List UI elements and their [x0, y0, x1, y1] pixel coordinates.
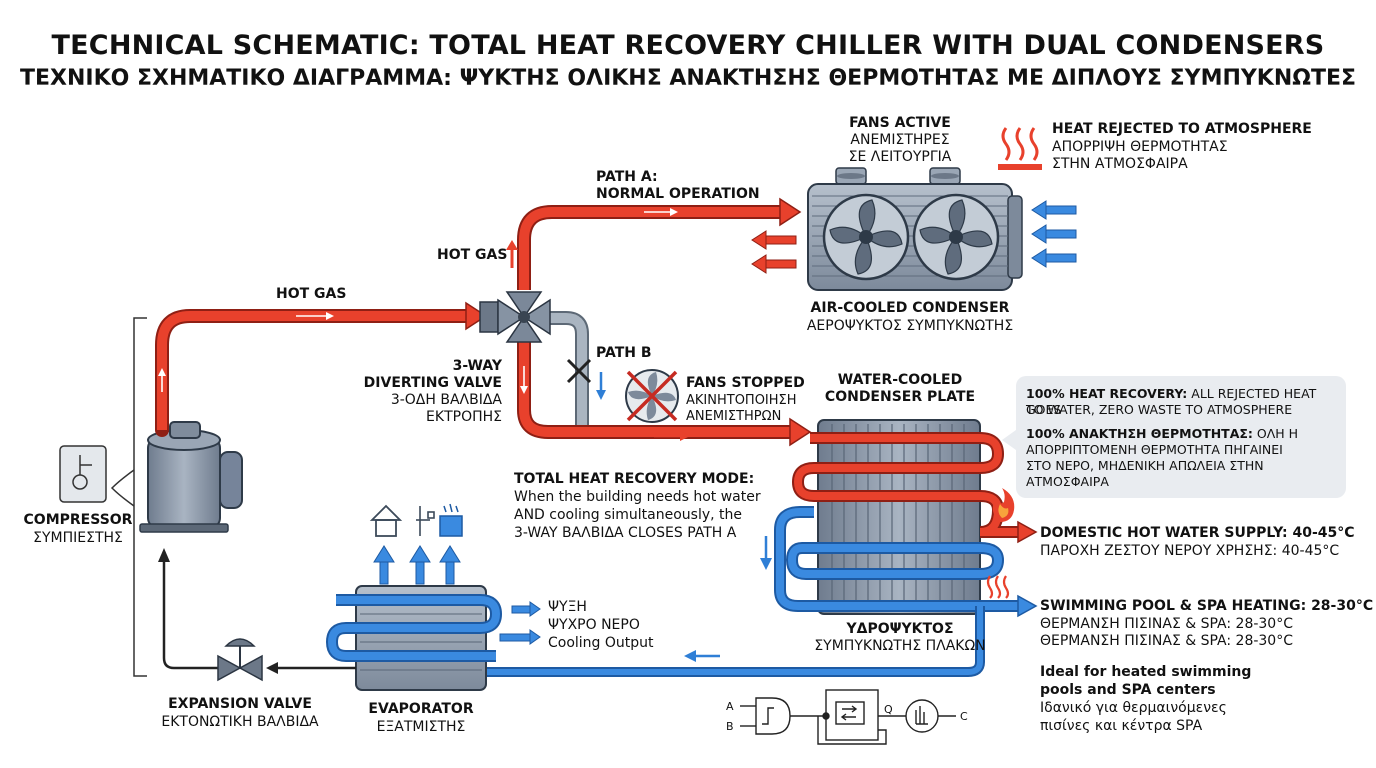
air-inflow-arrows [1031, 200, 1077, 268]
path-b-closed-icon [566, 358, 592, 384]
expansion-valve-icon [217, 638, 263, 682]
air-condenser-label-el: ΑΕΡΟΨΥΚΤΟΣ ΣΥΜΠΥΚΝΩΤΗΣ [806, 318, 1014, 334]
compressor-bracket [133, 317, 147, 677]
heat-rejected-label-2: ΑΠΟΡΡΙΨΗ ΘΕΡΜΟΤΗΤΑΣ [1052, 139, 1228, 155]
hot-gas-up-arrow [506, 240, 518, 268]
cooling-output-arrows [499, 601, 541, 645]
pool-heat-icon [986, 575, 1010, 599]
compressor-icon [139, 421, 243, 533]
heat-rejected-label-1: HEAT REJECTED TO ATMOSPHERE [1052, 121, 1312, 137]
callout-el-rest-3: ΣΤΟ ΝΕΡΟ, ΜΗΔΕΝΙΚΗ ΑΠΩΛΕΙΑ ΣΤΗΝ [1026, 458, 1264, 473]
logic-output-q: Q [884, 703, 893, 716]
hot-gas-upper-label: HOT GAS [437, 247, 508, 263]
cold-down-arrow [760, 536, 772, 570]
recovery-mode-line-4: 3-WAY ΒΑΛΒΙΔΑ CLOSES PATH A [514, 525, 737, 541]
cooling-label-2: ΨΥΧΡΟ ΝΕΡΟ [548, 617, 640, 633]
fans-stopped-label-2: ΑΚΙΝΗΤΟΠΟΙΗΣΗ [686, 393, 797, 408]
fans-active-label-2: ΑΝΕΜΙΣΤΗΡΕΣ [850, 132, 950, 148]
recovery-hot-arrowhead [789, 417, 812, 447]
valve-label-4: ΕΚΤΡΟΠΗΣ [426, 409, 502, 425]
callout-el-rest-1: ΟΛΗ Η [1252, 426, 1299, 441]
path-b-down-arrow [596, 372, 606, 400]
liquid-line-arrowhead [158, 548, 170, 562]
heat-waves-icon [998, 127, 1042, 170]
dhw-arrowhead [1017, 520, 1038, 544]
path-a-label-1: PATH A: [596, 169, 658, 185]
compressor-label-el: ΣΥΜΠΙΕΣΤΗΣ [33, 530, 123, 546]
air-condenser-outflow-arrows [751, 230, 797, 274]
expansion-valve-label: EXPANSION VALVE [168, 696, 312, 712]
recovery-mode-line-3: AND cooling simultaneously, the [514, 507, 743, 523]
logic-input-a: A [726, 700, 734, 713]
expansion-valve-label-el: ΕΚΤΟΝΩΤΙΚΗ ΒΑΛΒΙΔΑ [161, 714, 319, 730]
water-condenser-label-2: CONDENSER PLATE [824, 389, 976, 405]
fans-active-label-1: FANS ACTIVE [849, 115, 951, 131]
callout-el-rest-4: ΑΤΜΟΣΦΑΙΡΑ [1026, 474, 1109, 489]
recovery-mode-title: TOTAL HEAT RECOVERY MODE: [514, 471, 755, 487]
fan-left-icon [822, 193, 910, 281]
ideal-label-4: πισίνες και κέντρα SPA [1040, 718, 1203, 734]
compressor-label: COMPRESSOR [23, 512, 133, 528]
fans-active-label-3: ΣΕ ΛΕΙΤΟΥΡΓΙΑ [848, 149, 952, 165]
recovery-hot-small-arrow [654, 431, 690, 441]
pool-label-2: ΘΕΡΜΑΝΣΗ ΠΙΣΙΝΑΣ & SPA: 28-30°C [1040, 616, 1293, 632]
logic-output-c: C [960, 710, 968, 723]
air-condenser-label: AIR-COOLED CONDENSER [810, 300, 1010, 316]
heat-rejected-label-3: ΣΤΗΝ ΑΤΜΟΣΦΑΙΡΑ [1052, 156, 1188, 172]
ideal-label-1: Ideal for heated swimming [1040, 664, 1252, 680]
path-a-pipe [517, 205, 784, 290]
evaporator-label: EVAPORATOR [368, 701, 474, 717]
water-tank-icon [439, 503, 463, 537]
valve-label-2: DIVERTING VALVE [363, 375, 502, 391]
hot-gas-arrowhead [465, 301, 488, 331]
valve-label-3: 3-ΟΔΗ ΒΑΛΒΙΔΑ [390, 392, 502, 408]
fans-stopped-label-3: ΑΝΕΜΙΣΤΗΡΩΝ [686, 409, 782, 424]
dhw-label-1: DOMESTIC HOT WATER SUPPLY: 40-45°C [1040, 525, 1355, 541]
thermostat-icon [416, 506, 435, 536]
logic-diagram [740, 689, 956, 745]
water-condenser-label-1: WATER-COOLED [837, 372, 963, 388]
callout-tail [1002, 430, 1016, 450]
ideal-label-2: pools and SPA centers [1040, 682, 1216, 698]
pool-label-3: ΘΕΡΜΑΝΣΗ ΠΙΣΙΝΑΣ & SPA: 28-30°C [1040, 633, 1293, 649]
water-condenser-bottom-1: ΥΔΡΟΨΥΚΤΟΣ [846, 621, 954, 637]
water-condenser-bottom-2: ΣΥΜΠΥΚΝΩΤΗΣ ΠΛΑΚΩΝ [814, 638, 986, 654]
ideal-label-3: Ιδανικό για θερμαινόμενες [1040, 700, 1227, 716]
cooling-label-1: ΨΥΞΗ [548, 599, 587, 615]
return-left-arrow [684, 650, 720, 662]
path-a-label-2: NORMAL OPERATION [596, 186, 760, 202]
path-a-arrowhead [779, 197, 802, 227]
dhw-label-2: ΠΑΡΟΧΗ ΖΕΣΤΟΥ ΝΕΡΟΥ ΧΡΗΣΗΣ: 40-45°C [1040, 543, 1340, 559]
building-icon [369, 504, 403, 537]
recovery-mode-line-2: When the building needs hot water [514, 489, 761, 505]
callout-en-rest-1: ALL REJECTED HEAT GOES [1026, 386, 1317, 417]
callout-en-rest-2: TO WATER, ZERO WASTE TO ATMOSPHERE [1026, 402, 1293, 417]
logic-input-b: B [726, 720, 734, 733]
evaporator-label-el: ΕΞΑΤΜΙΣΤΗΣ [376, 719, 466, 735]
pool-label-1: SWIMMING POOL & SPA HEATING: 28-30°C [1040, 598, 1374, 614]
evaporator-up-arrows [373, 545, 461, 585]
valve-label-1: 3-WAY [452, 358, 502, 374]
compressor-brace [110, 469, 135, 507]
fan-right-icon [912, 193, 1000, 281]
callout-el-rest-2: ΑΠΟΡΡΙΠΤΟΜΕΝΗ ΘΕΡΜΟΤΗΤΑ ΠΗΓΑΙΝΕΙ [1026, 442, 1283, 457]
fan-stopped-icon [625, 369, 679, 423]
page-subtitle: ΤΕΧΝΙΚΟ ΣΧΗΜΑΤΙΚΟ ΔΙΑΓΡΑΜΜΑ: ΨΥΚΤΗΣ ΟΛΙΚ… [19, 66, 1357, 91]
page-title: TECHNICAL SCHEMATIC: TOTAL HEAT RECOVERY… [51, 30, 1325, 61]
pool-arrowhead [1017, 594, 1038, 618]
callout-en-bold: 100% HEAT RECOVERY: [1026, 386, 1188, 401]
fans-stopped-label-1: FANS STOPPED [686, 375, 805, 391]
water-cooled-condenser-icon [817, 419, 981, 615]
flame-icon [992, 488, 1015, 522]
heat-recovery-callout: 100% HEAT RECOVERY: ALL REJECTED HEAT GO… [1016, 376, 1346, 498]
three-way-valve-icon [479, 291, 551, 343]
path-b-label: PATH B [596, 345, 652, 361]
hot-gas-label: HOT GAS [276, 286, 347, 302]
compressor-symbol-icon [59, 445, 107, 503]
callout-el-bold: 100% ΑΝΑΚΤΗΣΗ ΘΕΡΜΟΤΗΤΑΣ: [1026, 426, 1253, 441]
cooling-label-3: Cooling Output [548, 635, 654, 651]
